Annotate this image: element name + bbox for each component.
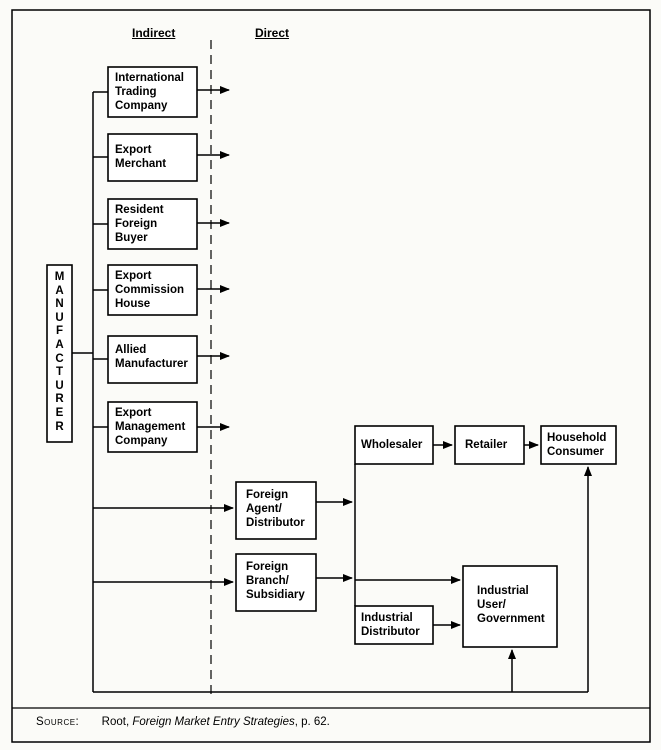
label-retailer: Retailer <box>465 439 508 451</box>
manufacturer-box <box>46 264 73 443</box>
label-foreign-agent-distributor: Foreign Agent/ Distributor <box>246 489 305 529</box>
source-prefix: Source: <box>36 716 80 728</box>
box-wholesaler <box>354 425 434 465</box>
label-export-merchant: Export Merchant <box>115 144 167 170</box>
label-foreign-branch-subsidiary: Foreign Branch/ Subsidiary <box>246 561 305 601</box>
box-allied-manufacturer <box>107 335 198 384</box>
label-wholesaler: Wholesaler <box>361 439 423 451</box>
source-citation: Source: Root, Foreign Market Entry Strat… <box>36 716 330 728</box>
source-title: Foreign Market Entry Strategies <box>132 716 295 728</box>
label-industrial-distributor: Industrial Distributor <box>361 612 420 638</box>
label-household-consumer: Household Consumer <box>547 432 607 458</box>
label-resident-foreign-buyer: Resident Foreign Buyer <box>115 204 164 244</box>
box-foreign-branch-subsidiary <box>235 553 317 612</box>
indirect-heading: Indirect <box>132 26 176 40</box>
box-household-consumer <box>540 425 617 465</box>
outer-frame <box>11 9 651 743</box>
box-industrial-user-government <box>462 565 558 648</box>
label-allied-manufacturer: Allied Manufacturer <box>115 344 188 370</box>
box-resident-foreign-buyer <box>107 198 198 250</box>
box-export-commission-house <box>107 264 198 316</box>
box-retailer <box>454 425 525 465</box>
label-industrial-user-government: Industrial User/ Government <box>477 585 545 625</box>
label-international-trading-company: International Trading Company <box>115 72 185 112</box>
label-export-commission-house: Export Commission House <box>115 270 185 310</box>
box-export-merchant <box>107 133 198 182</box>
label-export-management-company: Export Management Company <box>115 407 186 447</box>
manufacturer-label: M A N U F A C T U R E R <box>54 271 65 433</box>
direct-heading: Direct <box>255 26 290 40</box>
source-author: Root, <box>101 716 130 728</box>
box-export-management-company <box>107 401 198 453</box>
source-page: , p. 62. <box>294 716 330 728</box>
box-foreign-agent-distributor <box>235 481 317 540</box>
